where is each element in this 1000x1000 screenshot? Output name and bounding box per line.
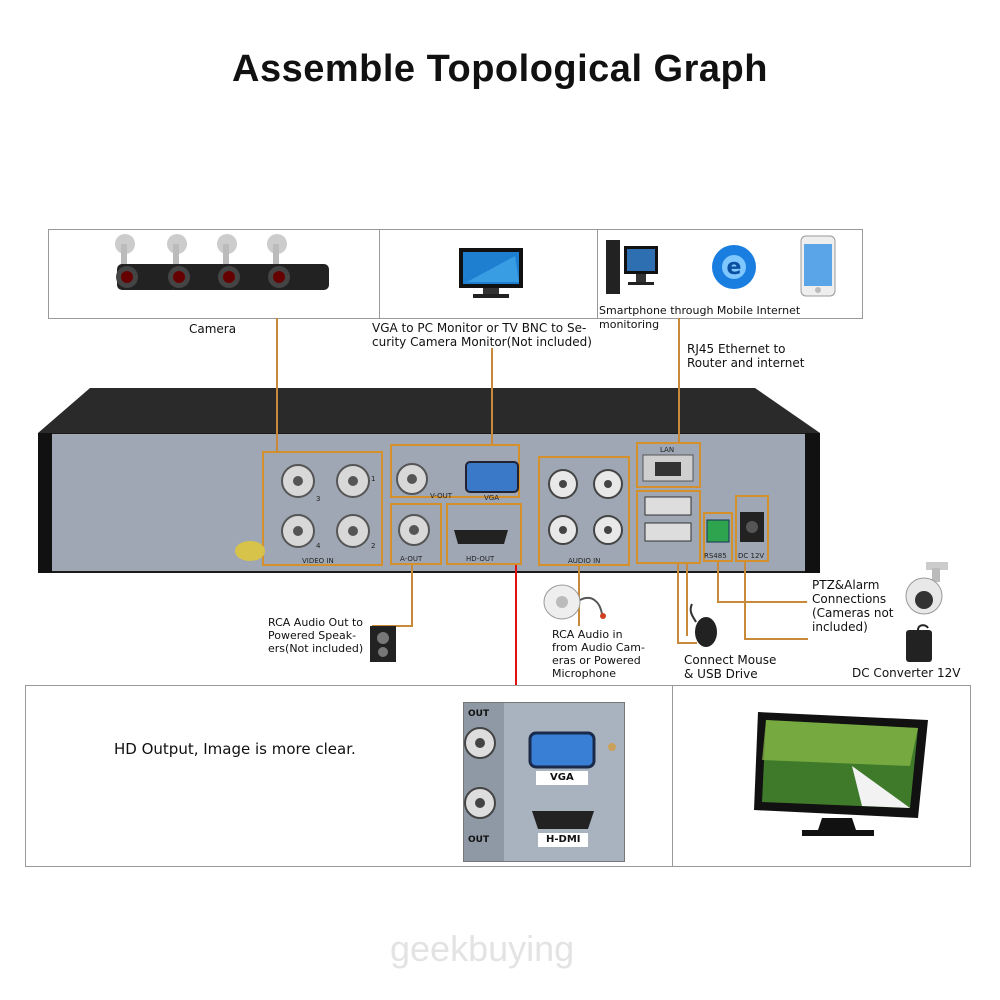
microphone-illustration xyxy=(543,584,606,620)
watermark: geekbuying xyxy=(390,928,575,969)
dc-converter-illustration xyxy=(906,624,932,662)
hd-output-text: HD Output, Image is more clear. xyxy=(114,740,356,758)
ptz-camera-illustration xyxy=(905,562,948,615)
camera-connector xyxy=(276,318,278,452)
dc-converter-label: DC Converter 12V xyxy=(852,666,961,680)
rs485-connector-h xyxy=(717,601,807,603)
usb-connector-h xyxy=(677,642,697,644)
rj45-callout-label: RJ45 Ethernet to Router and internet xyxy=(687,342,805,370)
page-title: Assemble Topological Graph xyxy=(232,48,768,90)
pc-illustration xyxy=(606,240,658,294)
dc-connector-h xyxy=(744,638,808,640)
port-zoom: OUT OUT VGA H-DMI xyxy=(463,702,625,862)
lan-label: LAN xyxy=(660,446,675,454)
svg-text:e: e xyxy=(727,255,742,280)
channel-2-label: 2 xyxy=(371,542,376,550)
hdout-label: HD-OUT xyxy=(466,555,495,563)
rs485-box xyxy=(703,512,733,562)
channel-4-label: 4 xyxy=(316,542,321,550)
zoom-out-top-label: OUT xyxy=(468,709,490,719)
camera-label: Camera xyxy=(189,322,237,336)
cameras-illustration xyxy=(115,234,329,290)
vout-label: V-OUT xyxy=(430,492,453,500)
aout-connector xyxy=(411,565,413,627)
zoom-hdmi-label: H-DMI xyxy=(546,834,581,845)
vga-callout-label: VGA to PC Monitor or TV BNC to Se- curit… xyxy=(372,321,592,349)
usb-connector-2 xyxy=(686,564,688,636)
bottom-panel: HD Output, Image is more clear. OUT OUT … xyxy=(25,685,971,867)
channel-3-label: 3 xyxy=(316,495,321,503)
smartphone-illustration xyxy=(800,235,836,297)
dc12v-label: DC 12V xyxy=(738,552,765,560)
rs485-label: RS485 xyxy=(704,552,727,560)
vga-connector xyxy=(491,348,493,444)
video-in-label: VIDEO IN xyxy=(302,557,334,565)
smartphone-label: Smartphone through Mobile Internet monit… xyxy=(599,304,801,331)
dc12v-box xyxy=(735,495,769,562)
divider xyxy=(379,230,380,318)
zoom-vga-label: VGA xyxy=(550,772,574,783)
lan-box xyxy=(636,442,701,488)
vga-port-label: VGA xyxy=(484,494,500,502)
aout-label: A-OUT xyxy=(400,555,423,563)
aout-box xyxy=(390,503,442,565)
zoom-out-bottom-label: OUT xyxy=(468,835,490,845)
divider xyxy=(597,230,598,318)
hdout-box xyxy=(446,503,522,565)
top-panel: e Camera Smartphone through Mobile Inter… xyxy=(48,229,863,336)
mouse-usb-label: Connect Mouse & USB Drive xyxy=(684,653,777,681)
ptz-alarm-label: PTZ&Alarm Connections (Cameras not inclu… xyxy=(812,578,894,634)
audio-in-label: AUDIO IN xyxy=(568,557,601,565)
dc-connector xyxy=(744,562,746,640)
usb-connector xyxy=(677,564,679,644)
rca-in-label: RCA Audio in from Audio Cam- eras or Pow… xyxy=(552,628,645,680)
rj45-connector xyxy=(678,318,680,442)
rs485-connector xyxy=(717,562,719,602)
channel-1-label: 1 xyxy=(371,475,376,483)
mouse-illustration xyxy=(689,603,717,647)
speaker-illustration xyxy=(370,626,396,662)
internet-explorer-icon: e xyxy=(712,245,756,289)
video-in-box xyxy=(262,451,383,566)
audio-in-box xyxy=(538,456,630,566)
divider xyxy=(672,686,673,866)
rca-out-label: RCA Audio Out to Powered Speak- ers(Not … xyxy=(268,616,364,655)
monitor-illustration xyxy=(459,248,523,298)
usb-box xyxy=(636,490,701,564)
tv-illustration xyxy=(754,712,928,836)
